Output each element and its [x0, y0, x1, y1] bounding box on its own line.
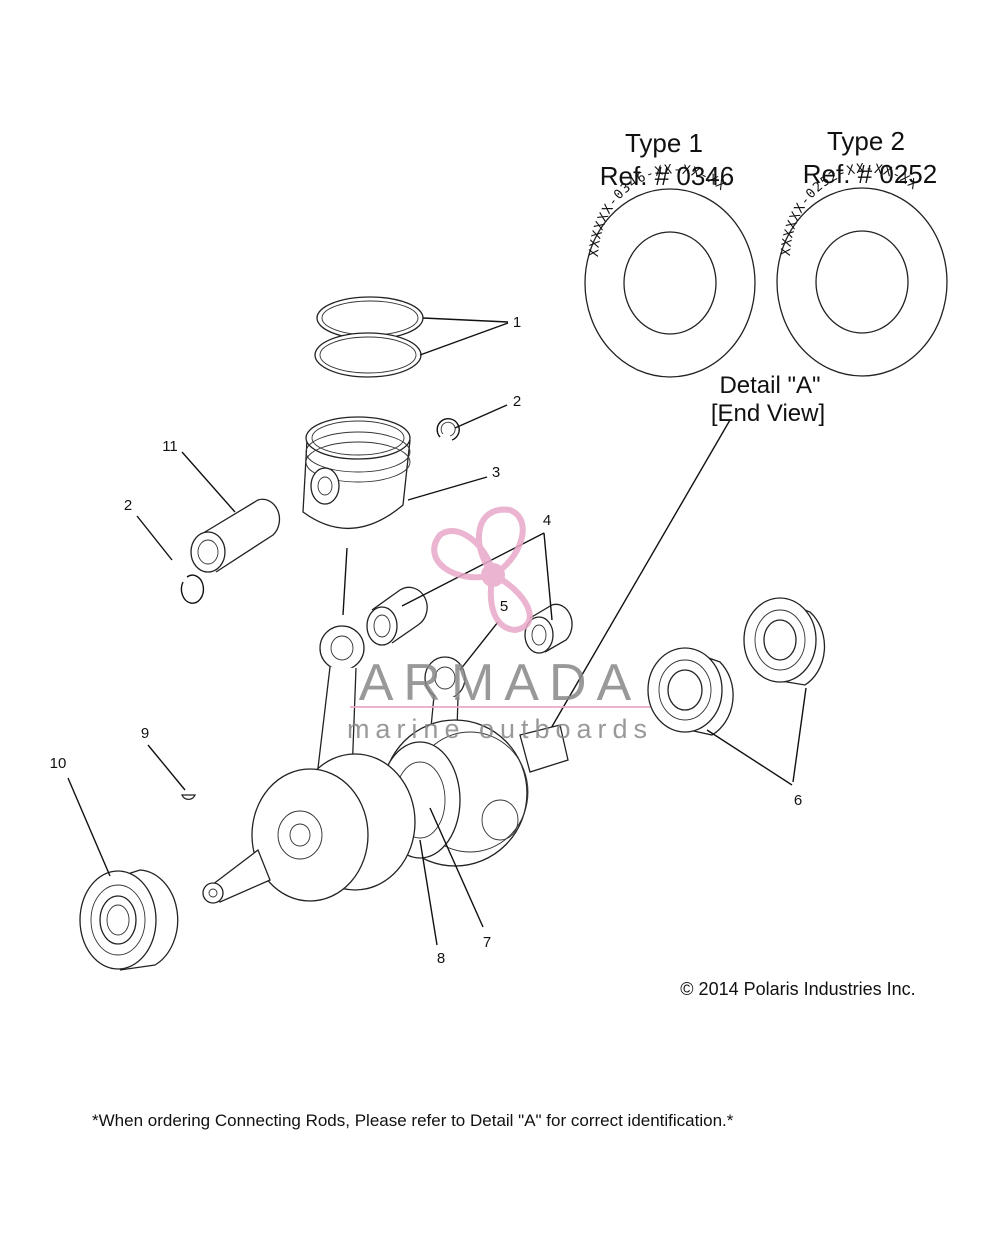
type1-ref: Ref. # 0346 — [600, 161, 734, 191]
type1-rod-end-view: XXXXXX-0346-XX-XX-XX — [584, 162, 756, 378]
callout-3: 3 — [492, 464, 500, 481]
detail-leader — [549, 419, 731, 731]
piston-rings — [314, 296, 509, 378]
detail-a: Type 1 Ref. # 0346 Type 2 Ref. # 0252 XX… — [549, 126, 948, 731]
callout-2-lower: 2 — [124, 497, 132, 514]
woodruff-key — [147, 744, 196, 801]
circlip-lower — [136, 515, 205, 604]
watermark-brand: ARMADA — [359, 654, 641, 712]
armada-watermark: ARMADA marine outboards — [347, 506, 653, 744]
needle-bearings — [366, 532, 573, 654]
callout-11: 11 — [162, 438, 178, 455]
type2-title: Type 2 — [827, 126, 905, 156]
callout-4: 4 — [543, 512, 551, 529]
type2-rod-end-view: XXXXXX-0252-XX-XX-XX — [776, 161, 948, 377]
circlip-upper — [436, 404, 508, 441]
callout-1: 1 — [513, 314, 521, 331]
propeller-logo — [431, 506, 533, 634]
callout-9: 9 — [141, 725, 149, 742]
watermark-tagline: marine outboards — [347, 714, 653, 744]
wrist-pin — [181, 451, 281, 573]
type2-ref: Ref. # 0252 — [803, 159, 937, 189]
ball-bearing-left — [67, 777, 179, 971]
detail-sublabel: [End View] — [711, 400, 825, 427]
detail-label: Detail "A" — [719, 372, 820, 399]
callouts: 1 2 3 4 5 11 2 9 10 6 7 8 — [50, 314, 803, 967]
callout-10: 10 — [50, 755, 67, 772]
type1-title: Type 1 — [625, 128, 703, 158]
callout-5: 5 — [500, 598, 508, 615]
callout-7: 7 — [483, 934, 491, 951]
piston — [302, 416, 488, 616]
callout-6: 6 — [794, 792, 802, 809]
footnote: *When ordering Connecting Rods, Please r… — [92, 1111, 734, 1130]
crankshaft-assembly — [202, 621, 569, 946]
callout-8: 8 — [437, 950, 445, 967]
copyright: © 2014 Polaris Industries Inc. — [680, 979, 915, 999]
callout-2-upper: 2 — [513, 393, 521, 410]
ball-bearings-right — [647, 597, 826, 786]
